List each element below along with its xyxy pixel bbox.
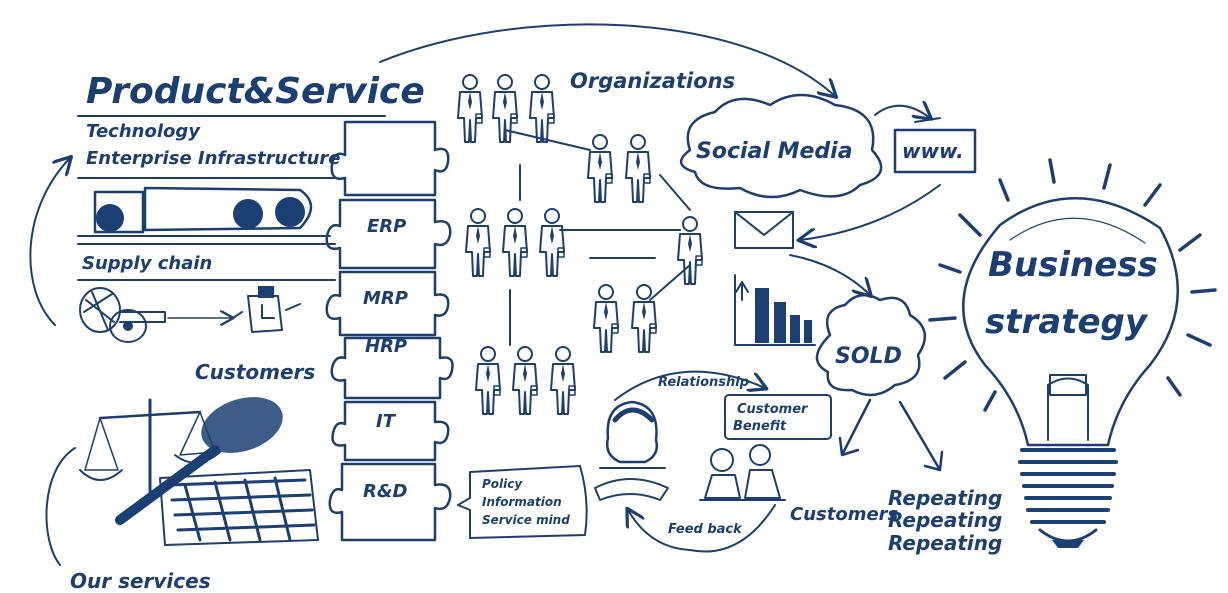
person-icon [457, 74, 555, 143]
sold-cloud [815, 293, 927, 397]
feedback-label: Feed back [668, 522, 743, 537]
customers-label-right: Customers [790, 504, 899, 525]
product-service-title: Product&Service [86, 71, 425, 112]
person-icon [587, 134, 651, 203]
customer-benefit-line1: Customer [737, 402, 809, 417]
truck-icon [77, 186, 331, 237]
gavel-icon [115, 397, 319, 546]
cloud-icon [680, 93, 883, 199]
person-icon [475, 346, 576, 415]
relationship-label: Relationship [658, 375, 749, 390]
envelope-icon [734, 211, 794, 249]
person-icon [465, 208, 565, 277]
puzzle-mrp: MRP [363, 288, 408, 309]
information-label: Information [482, 495, 562, 509]
arrow [898, 400, 944, 472]
arrow [789, 254, 870, 295]
org-network [457, 74, 703, 415]
puzzle-rd: R&D [363, 481, 408, 502]
puzzle-hrp: HRP [365, 336, 407, 357]
enterprise-infrastructure-label: Enterprise Infrastructure [86, 148, 340, 169]
sold-label: SOLD [835, 344, 902, 369]
repeating-1: Repeating [888, 486, 1002, 510]
repeating-2: Repeating [888, 508, 1002, 532]
person-icon [593, 284, 657, 353]
woman-reading-icon [594, 400, 669, 501]
light-bulb-icon [962, 197, 1180, 548]
puzzle-it: IT [376, 411, 397, 432]
service-mind-label: Service mind [482, 513, 570, 527]
customer-benefit-line2: Benefit [733, 419, 787, 434]
supply-chain-label: Supply chain [82, 253, 212, 274]
person-icon [677, 216, 703, 285]
policy-label: Policy [482, 477, 523, 491]
puzzle-column [325, 120, 454, 542]
customer-benefit-box [724, 394, 832, 440]
bar-chart-icon [734, 274, 816, 346]
gear-icon [79, 286, 301, 343]
customers-group-icon [699, 444, 786, 501]
our-services-label: Our services [70, 569, 211, 593]
arrow [800, 184, 941, 240]
arrow [874, 106, 930, 118]
arrow [838, 398, 872, 457]
connector [45, 447, 76, 566]
feedback-arrow [628, 504, 776, 553]
relationship-arrow [614, 370, 765, 401]
organizations-title: Organizations [570, 69, 735, 93]
repeating-3: Repeating [888, 531, 1002, 555]
customers-label-left: Customers [195, 360, 315, 384]
policy-box [457, 465, 588, 539]
strategy-label: strategy [985, 302, 1149, 342]
top-arrow [379, 23, 835, 96]
www-box [893, 128, 977, 174]
business-label: Business [988, 245, 1158, 285]
www-box-shadow [914, 117, 941, 123]
www-label: www. [902, 139, 964, 163]
technology-label: Technology [86, 121, 201, 142]
social-media-label: Social Media [696, 139, 853, 164]
bulb-rays [928, 158, 1217, 412]
loop-arrow [29, 158, 70, 326]
puzzle-erp: ERP [367, 216, 406, 237]
